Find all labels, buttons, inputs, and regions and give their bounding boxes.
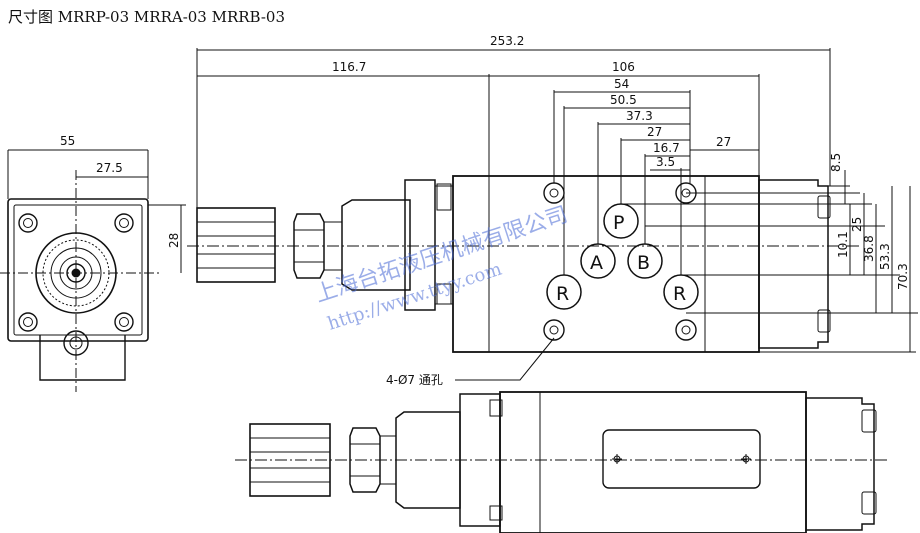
- side-view-end-cap: [805, 397, 875, 531]
- dim-overall-length: 253.2: [490, 34, 524, 48]
- nameplate-rivet: [741, 454, 751, 464]
- dim-25: 25: [850, 217, 864, 232]
- dim-left-length: 116.7: [332, 60, 366, 74]
- dim-50-5: 50.5: [610, 93, 637, 107]
- adjust-knob: [196, 207, 276, 283]
- dim-8-5: 8.5: [829, 153, 843, 172]
- port-a-label: A: [590, 252, 603, 274]
- dim-end-height: 28: [167, 233, 181, 248]
- vertical-dimensions: 8.5 10.1 25 36.8 53.3 70.3: [621, 153, 918, 353]
- end-view-bolt: [114, 213, 134, 233]
- right-end-cap: [758, 179, 829, 349]
- dim-37-3: 37.3: [626, 109, 653, 123]
- mounting-hole: [543, 182, 565, 204]
- end-view-bolt: [114, 312, 134, 332]
- side-plug: [436, 283, 452, 305]
- end-view-bolt: [18, 213, 38, 233]
- dim-27b: 27: [716, 135, 731, 149]
- end-view-plate: [7, 198, 149, 342]
- end-view-lower-block: [39, 335, 126, 381]
- hole-note-leader: [455, 337, 555, 381]
- port-b-label: B: [637, 252, 650, 274]
- end-view-bolt: [18, 312, 38, 332]
- horizontal-dimensions: 253.2 116.7 106 54 50.5 37.3 27 16.7 27 …: [196, 34, 831, 275]
- front-view: P A B R R 4-Ø7 通孔: [187, 175, 860, 387]
- lock-nut: [293, 213, 325, 279]
- nameplate-rivet: [612, 454, 622, 464]
- side-plug: [436, 183, 452, 211]
- end-cap-plug: [817, 195, 831, 219]
- dim-end-half: 27.5: [96, 161, 123, 175]
- dim-36-8: 36.8: [862, 235, 876, 262]
- end-view: 55 27.5 28: [0, 134, 186, 392]
- dim-27a: 27: [647, 125, 662, 139]
- mounting-hole: [543, 319, 565, 341]
- side-view-lock-nut: [349, 427, 381, 493]
- port-p-label: P: [613, 212, 624, 234]
- dim-end-width: 55: [60, 134, 75, 148]
- side-view-end-plug: [861, 409, 877, 433]
- dim-3-5: 3.5: [656, 155, 675, 169]
- nameplate: [602, 429, 761, 489]
- mounting-hole: [675, 319, 697, 341]
- port-r1-label: R: [556, 283, 569, 305]
- dim-70-3: 70.3: [896, 263, 910, 290]
- bonnet: [341, 199, 411, 291]
- end-view-plate-inner: [13, 204, 143, 336]
- port-r2-label: R: [673, 283, 686, 305]
- drawing-title: 尺寸图 MRRP-03 MRRA-03 MRRB-03: [8, 8, 286, 26]
- end-cap-plug: [817, 309, 831, 333]
- hole-note: 4-Ø7 通孔: [386, 373, 443, 387]
- dim-16-7: 16.7: [653, 141, 680, 155]
- dim-body-width: 106: [612, 60, 635, 74]
- dim-53-3: 53.3: [878, 243, 892, 270]
- dim-54: 54: [614, 77, 629, 91]
- side-view-end-plug: [861, 491, 877, 515]
- side-view-plug: [489, 399, 503, 417]
- dim-10-1: 10.1: [836, 231, 850, 258]
- side-view: [235, 391, 890, 533]
- side-view-plug: [489, 505, 503, 521]
